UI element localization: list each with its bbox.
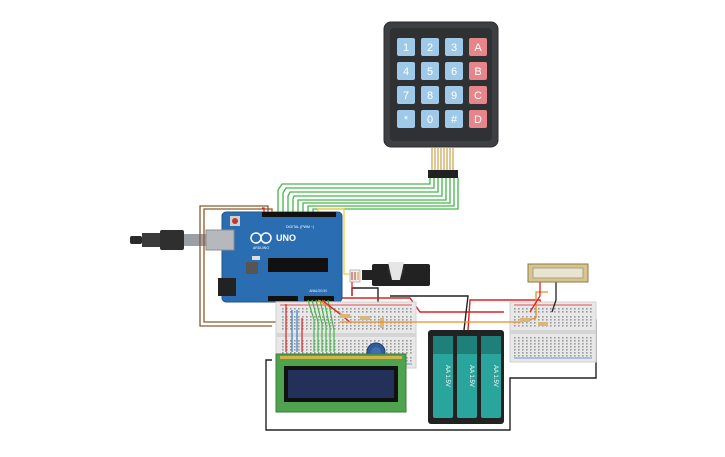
keypad-key-label: 6 (451, 66, 457, 78)
keypad-key-label: 4 (403, 66, 409, 78)
keypad-key-9[interactable]: 9 (445, 86, 463, 104)
arduino-uno-board[interactable]: DIGITAL (PWM ~) UNO ARDUINO ANALOG IN (205, 211, 343, 303)
keypad-key-label: 8 (427, 90, 433, 102)
battery-cell: AA 1.5V (433, 336, 453, 418)
battery-label: AA 1.5V (492, 365, 498, 387)
keypad-key-label: 7 (403, 90, 409, 102)
resistors (340, 314, 384, 328)
keypad-key-label: 2 (427, 42, 433, 54)
battery-label: AA 1.5V (468, 365, 474, 387)
keypad-key-label: D (474, 114, 482, 126)
wire-red-top[interactable] (262, 207, 265, 212)
digital-header (262, 212, 336, 217)
keypad-connector (428, 170, 458, 178)
keypad-key-label: A (474, 42, 482, 54)
keypad-key-5[interactable]: 5 (421, 62, 439, 80)
arduino-logo (250, 232, 272, 244)
keypad-key-label: 5 (427, 66, 433, 78)
servo-motor[interactable] (349, 262, 430, 286)
keypad-key-8[interactable]: 8 (421, 86, 439, 104)
keypad-key-label: 3 (451, 42, 457, 54)
keypad-key-A[interactable]: A (469, 38, 487, 56)
usb-port (205, 229, 235, 251)
keypad-key-C[interactable]: C (469, 86, 487, 104)
keypad-key-label: C (474, 90, 482, 102)
keypad-key-3[interactable]: 3 (445, 38, 463, 56)
wire-black-sensor[interactable] (551, 282, 557, 313)
digital-label: DIGITAL (PWM ~) (286, 225, 314, 229)
keypad-key-D[interactable]: D (469, 110, 487, 128)
keypad-key-label: * (404, 114, 409, 126)
keypad-key-6[interactable]: 6 (445, 62, 463, 80)
wire-red-sensor[interactable] (529, 282, 541, 313)
keypad-ribbon-cable (428, 147, 458, 178)
keypad-key-#[interactable]: # (445, 110, 463, 128)
keypad-key-*[interactable]: * (397, 110, 415, 128)
keypad-key-1[interactable]: 1 (397, 38, 415, 56)
breadboard-small-holes (514, 308, 592, 357)
batteries: AA 1.5V AA 1.5V AA 1.5V (433, 336, 501, 418)
keypad-key-7[interactable]: 7 (397, 86, 415, 104)
keypad-key-4[interactable]: 4 (397, 62, 415, 80)
power-header (268, 296, 298, 301)
atmega-chip (268, 258, 328, 272)
sensor-resistors (520, 318, 548, 326)
lcd-16x2[interactable] (275, 353, 407, 413)
wire-black-servo[interactable] (390, 295, 469, 331)
battery-pack[interactable]: AA 1.5V AA 1.5V AA 1.5V (428, 330, 504, 424)
keypad-key-label: # (451, 114, 458, 126)
keypad-keys: 1 2 3 A 4 5 6 B 7 8 9 C * 0 # D (397, 38, 487, 128)
board-model: UNO (276, 233, 296, 243)
sensor-module[interactable] (527, 263, 589, 283)
keypad-key-2[interactable]: 2 (421, 38, 439, 56)
breadboard-small[interactable] (509, 301, 597, 363)
keypad-key-label: 1 (403, 42, 409, 54)
wire-orange-sensor-2[interactable] (535, 291, 548, 318)
wire-brown-left-2[interactable] (203, 208, 276, 323)
keypad-key-0[interactable]: 0 (421, 110, 439, 128)
analog-label: ANALOG IN (309, 289, 327, 293)
keypad-key-label: 9 (451, 90, 457, 102)
battery-label: AA 1.5V (444, 365, 450, 387)
usb-cable (130, 230, 208, 250)
wire-brown-left[interactable] (199, 205, 272, 327)
keypad-key-label: 0 (427, 114, 433, 126)
wire-yellow-signal[interactable] (317, 208, 352, 275)
keypad-4x4[interactable]: 1 2 3 A 4 5 6 B 7 8 9 C * 0 # D (383, 21, 499, 178)
wires-keypad[interactable] (277, 178, 459, 212)
analog-header (304, 296, 334, 301)
board-brand: ARDUINO (253, 246, 269, 250)
keypad-key-label: B (474, 66, 481, 78)
keypad-key-B[interactable]: B (469, 62, 487, 80)
battery-cell: AA 1.5V (457, 336, 477, 418)
battery-cell: AA 1.5V (481, 336, 501, 418)
power-jack (218, 278, 236, 296)
